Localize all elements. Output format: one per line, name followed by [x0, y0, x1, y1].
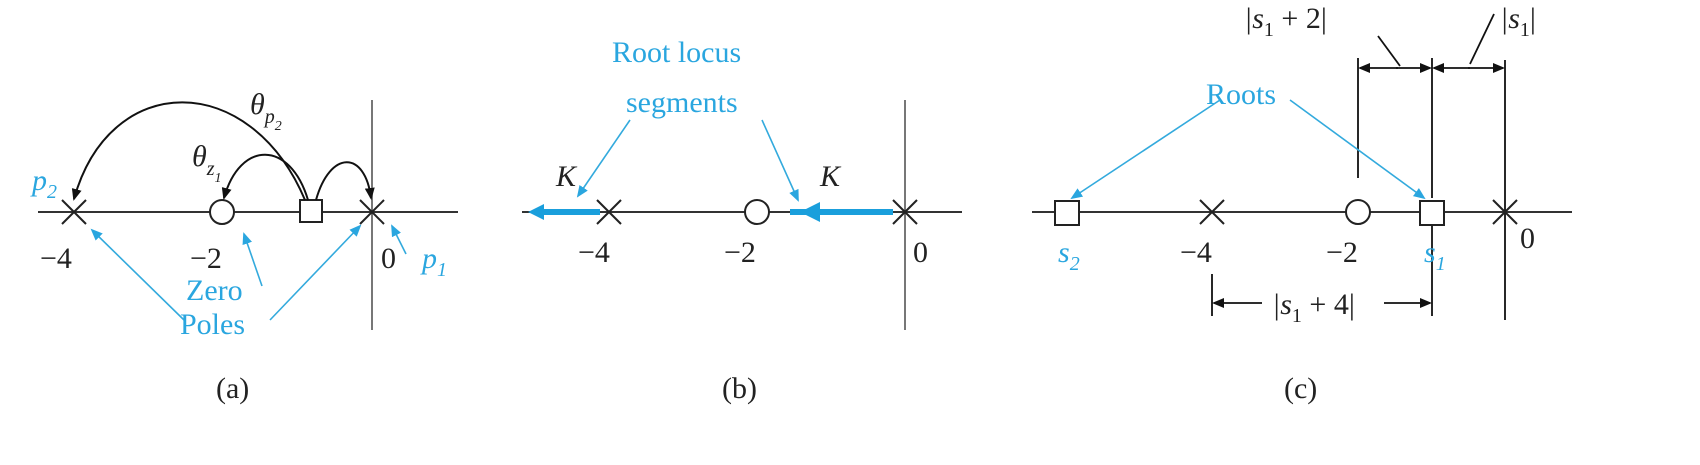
zero-pointer — [242, 232, 263, 287]
test-point-square — [299, 199, 323, 223]
pole-p2-marker — [61, 199, 87, 225]
tick-neg4: −4 — [1180, 236, 1212, 269]
dim-s1p2-label: |s1 + 2| — [1244, 2, 1327, 41]
root-s1-marker — [1419, 200, 1445, 226]
root-locus-title-line2: segments — [626, 86, 738, 119]
roots-label: Roots — [1206, 78, 1276, 111]
pole-marker-0 — [892, 199, 918, 225]
gain-k-left: K — [555, 160, 578, 193]
pole-marker-neg4 — [596, 199, 622, 225]
pole-marker-0 — [1492, 199, 1518, 225]
theta-z1-arc — [221, 153, 309, 201]
tick-0: 0 — [913, 236, 928, 269]
root-s2-marker — [1054, 200, 1080, 226]
root-locus-title-line1: Root locus — [612, 36, 741, 69]
tick-neg4: −4 — [578, 236, 610, 269]
roots-pointer-s1 — [1289, 99, 1426, 200]
theta-p2-label: θp2 — [250, 88, 282, 134]
pole-marker-neg4 — [1199, 199, 1225, 225]
dim-s1-label: |s1| — [1500, 2, 1536, 41]
roots-pointer-s2 — [1070, 99, 1221, 200]
p2-label: p2 — [30, 164, 57, 203]
leader-s1 — [1469, 13, 1495, 65]
tick-0: 0 — [381, 242, 396, 275]
zero-label: Zero — [186, 274, 243, 307]
caption-b: (b) — [722, 372, 757, 405]
pole-p1-marker — [359, 199, 385, 225]
leader-s1p2 — [1377, 35, 1401, 67]
p1-label: p1 — [420, 242, 447, 281]
poles-label: Poles — [180, 308, 245, 341]
caption-c: (c) — [1284, 372, 1317, 405]
theta-z1-label: θz1 — [192, 140, 222, 186]
gain-k-right: K — [819, 160, 842, 193]
segment-pointer-right — [761, 119, 799, 202]
panel-c: Roots |s1 + 2| |s1| |s1 + 4| s2 s1 −4 −2… — [1032, 2, 1572, 405]
dim-s1p4-label: |s1 + 4| — [1272, 288, 1355, 327]
segment-pointer-left — [576, 119, 631, 198]
locus-arrow-right — [800, 202, 820, 222]
theta-p1-arc — [315, 161, 375, 201]
panel-a: θp2 θz1 p2 p1 −4 −2 0 Zero Poles (a) — [30, 88, 458, 405]
zero-marker — [209, 199, 235, 225]
tick-neg2: −2 — [724, 236, 756, 269]
zero-marker — [744, 199, 770, 225]
tick-0: 0 — [1520, 222, 1535, 255]
s2-label: s2 — [1058, 236, 1080, 275]
tick-neg2: −2 — [190, 242, 222, 275]
theta-p2-arc — [71, 101, 306, 201]
poles-pointer-right — [269, 224, 362, 321]
zero-marker — [1345, 199, 1371, 225]
caption-a: (a) — [216, 372, 249, 405]
p1-pointer — [391, 224, 407, 255]
poles-pointer-left — [90, 228, 185, 321]
s1-label: s1 — [1424, 236, 1446, 275]
tick-neg2: −2 — [1326, 236, 1358, 269]
panel-b: Root locus segments K K −4 −2 0 (b) — [522, 36, 962, 405]
tick-neg4: −4 — [40, 242, 72, 275]
